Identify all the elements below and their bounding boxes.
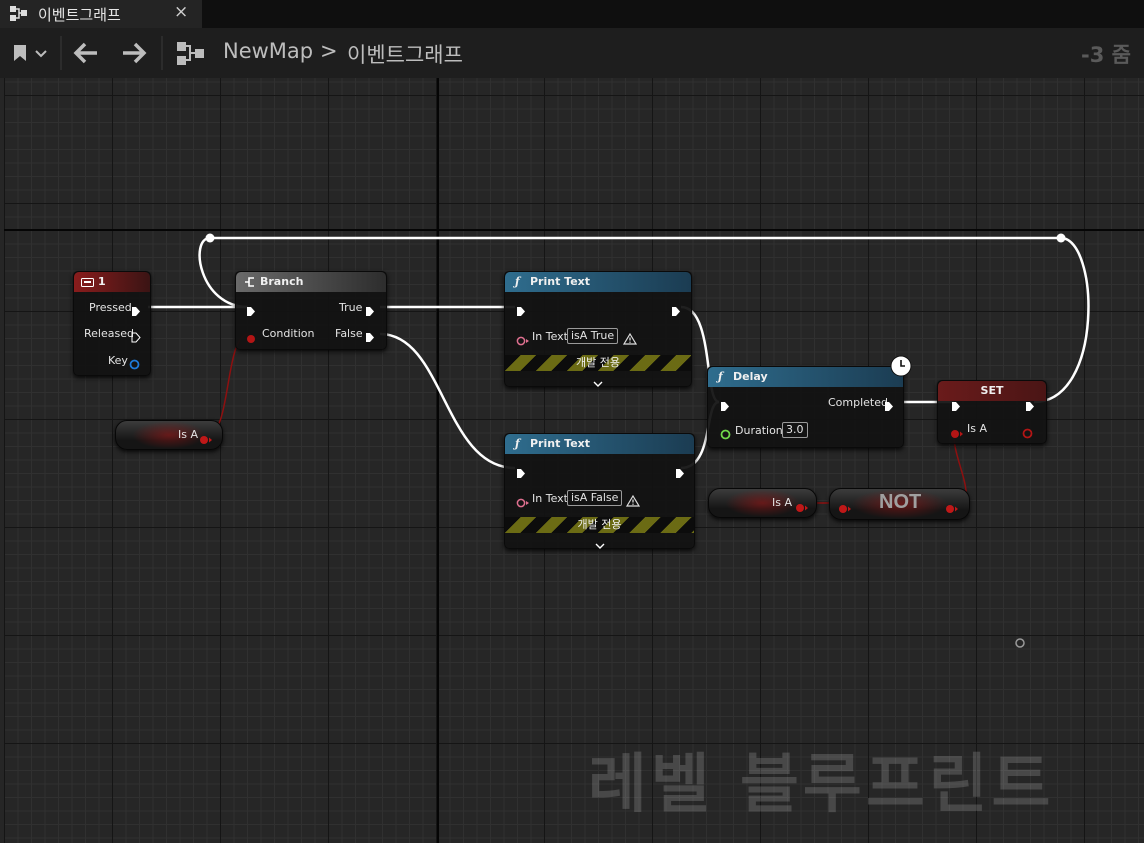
- pin-key-label: Key: [108, 354, 128, 367]
- node-header: SET: [938, 381, 1046, 401]
- forward-arrow-icon[interactable]: [121, 41, 147, 69]
- breadcrumb-graph[interactable]: 이벤트그래프: [347, 43, 463, 67]
- grid-axis-horizontal: [4, 229, 1144, 231]
- node-glow: [725, 489, 800, 517]
- graph-type-watermark: 레벨 블루프린트: [588, 748, 1055, 822]
- bool-pin-icon[interactable]: [950, 424, 964, 443]
- print-text-true-node[interactable]: ƒ Print Text In Text isA True 개발 전용: [504, 271, 692, 387]
- exec-pin-icon[interactable]: [720, 397, 730, 416]
- branch-icon: [244, 276, 256, 291]
- branch-node[interactable]: Branch True Condition False: [235, 271, 387, 350]
- warning-icon: [622, 330, 638, 349]
- bookmark-icon[interactable]: [12, 43, 52, 67]
- text-pin-icon[interactable]: [516, 331, 530, 350]
- bool-pin-icon[interactable]: [795, 498, 809, 517]
- exec-pin-icon[interactable]: [884, 397, 894, 416]
- clock-icon: [890, 355, 912, 381]
- node-header: 1: [74, 272, 150, 292]
- node-title: Print Text: [530, 437, 591, 450]
- tab-bar: 이벤트그래프 ×: [0, 0, 1144, 28]
- breadcrumb-toolbar: NewMap > 이벤트그래프 -3 줌: [0, 28, 1144, 78]
- grid-axis-vertical: [437, 78, 439, 843]
- node-header: ƒ Delay: [708, 367, 903, 387]
- pin-completed-label: Completed: [828, 396, 888, 409]
- node-title: Delay: [733, 370, 768, 383]
- tab-label: 이벤트그래프: [38, 6, 121, 24]
- breadcrumb-separator: >: [320, 39, 338, 63]
- warning-icon: [625, 492, 641, 511]
- not-node[interactable]: NOT: [829, 488, 970, 520]
- get-is-a-node[interactable]: Is A: [115, 420, 223, 450]
- pin-in-text-label: In Text: [532, 492, 568, 505]
- exec-pin-icon[interactable]: [365, 328, 375, 347]
- pin-duration-label: Duration: [735, 424, 783, 437]
- pin-condition-label: Condition: [262, 327, 315, 340]
- exec-pin-icon[interactable]: [951, 397, 961, 416]
- pin-in-text-label: In Text: [532, 330, 568, 343]
- close-icon[interactable]: ×: [174, 2, 189, 22]
- text-pin-icon[interactable]: [516, 493, 530, 512]
- pin-true-label: True: [339, 301, 363, 314]
- var-label: Is A: [178, 428, 198, 441]
- struct-pin-icon[interactable]: [129, 355, 140, 374]
- function-icon: ƒ: [718, 370, 723, 383]
- node-header: ƒ Print Text: [505, 434, 694, 454]
- toolbar-divider: [161, 36, 163, 70]
- bool-pin-icon[interactable]: [246, 329, 256, 348]
- graph-canvas[interactable]: 1 Pressed Released Key Branch True Condi…: [4, 78, 1144, 843]
- development-only-banner: 개발 전용: [505, 355, 691, 371]
- node-header: Branch: [236, 272, 386, 292]
- exec-pin-icon[interactable]: [671, 302, 681, 321]
- node-title: Print Text: [530, 275, 591, 288]
- dev-only-label: 개발 전용: [577, 518, 622, 531]
- delay-node[interactable]: ƒ Delay Completed Duration 3.0: [707, 355, 912, 448]
- breadcrumb-map[interactable]: NewMap: [223, 39, 314, 63]
- pin-false-label: False: [335, 327, 363, 340]
- exec-pin-icon[interactable]: [131, 328, 141, 347]
- get-is-a-node[interactable]: Is A: [708, 488, 817, 518]
- set-node[interactable]: SET Is A: [937, 380, 1047, 444]
- node-title: SET: [980, 384, 1004, 397]
- bool-pin-icon[interactable]: [199, 430, 213, 449]
- float-pin-icon[interactable]: [720, 425, 731, 444]
- function-icon: ƒ: [515, 437, 520, 450]
- dev-only-label: 개발 전용: [576, 356, 620, 369]
- chevron-down-icon[interactable]: [595, 535, 605, 554]
- node-glow: [131, 421, 207, 449]
- development-only-banner: 개발 전용: [505, 517, 694, 533]
- exec-pin-icon[interactable]: [246, 302, 256, 321]
- tab-event-graph[interactable]: 이벤트그래프 ×: [0, 0, 202, 28]
- in-text-value-field[interactable]: isA True: [567, 328, 619, 344]
- toolbar-divider: [60, 36, 62, 70]
- graph-icon: [10, 6, 28, 26]
- in-text-value-field[interactable]: isA False: [567, 490, 623, 506]
- zoom-level: -3 줌: [1081, 43, 1131, 67]
- pin-is-a-label: Is A: [967, 422, 987, 435]
- exec-pin-icon[interactable]: [365, 302, 375, 321]
- function-icon: ƒ: [515, 275, 520, 288]
- pin-pressed-label: Pressed: [89, 301, 132, 314]
- node-glow: [850, 489, 949, 519]
- exec-pin-icon[interactable]: [1025, 397, 1035, 416]
- bool-pin-icon[interactable]: [945, 499, 959, 518]
- node-header: ƒ Print Text: [505, 272, 691, 292]
- var-label: Is A: [772, 496, 792, 509]
- exec-pin-icon[interactable]: [131, 302, 141, 321]
- chevron-down-icon[interactable]: [593, 373, 603, 392]
- exec-pin-icon[interactable]: [516, 302, 526, 321]
- graph-icon: [177, 42, 205, 70]
- duration-value-field[interactable]: 3.0: [782, 422, 808, 438]
- pin-released-label: Released: [84, 327, 134, 340]
- exec-pin-icon[interactable]: [516, 464, 526, 483]
- node-title: 1: [98, 275, 106, 288]
- back-arrow-icon[interactable]: [73, 41, 99, 69]
- bool-pin-icon[interactable]: [1022, 424, 1033, 443]
- input-key-node[interactable]: 1 Pressed Released Key: [73, 271, 151, 376]
- bool-pin-icon[interactable]: [838, 499, 852, 518]
- print-text-false-node[interactable]: ƒ Print Text In Text isA False 개발 전용: [504, 433, 695, 549]
- node-title: Branch: [260, 275, 304, 288]
- exec-pin-icon[interactable]: [675, 464, 685, 483]
- keyboard-icon: [81, 277, 94, 290]
- not-label: NOT: [879, 491, 922, 513]
